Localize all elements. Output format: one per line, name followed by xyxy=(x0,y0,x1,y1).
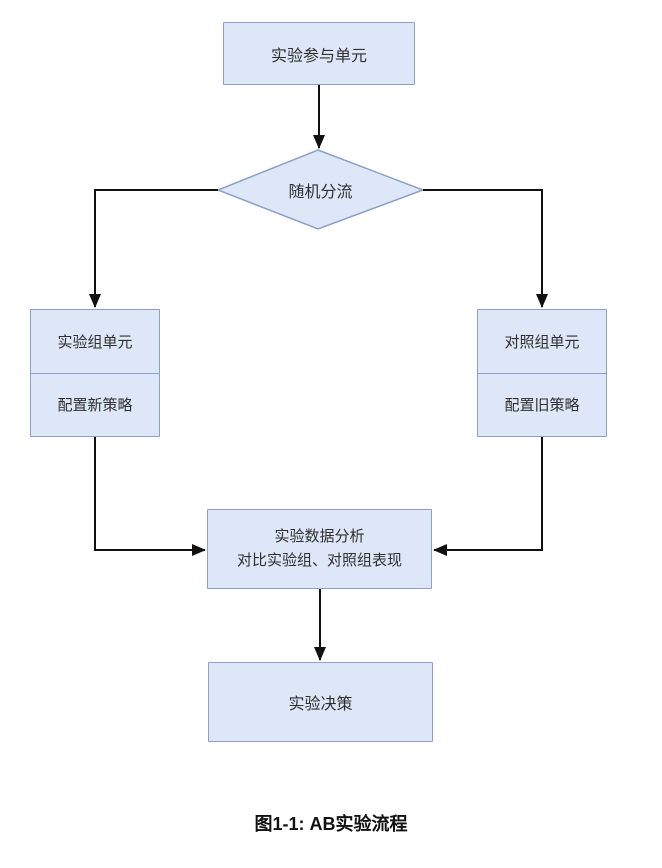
participants-label: 实验参与单元 xyxy=(270,47,367,65)
control-group-node: 对照组单元 配置旧策略 xyxy=(477,309,607,437)
decision-label: 实验决策 xyxy=(288,696,353,713)
analysis-node: 实验数据分析 对比实验组、对照组表现 xyxy=(207,509,432,589)
connector-split-to-control xyxy=(423,189,548,308)
split-node: 随机分流 xyxy=(218,150,423,229)
figure-caption: 图1-1: AB实验流程 xyxy=(254,814,408,834)
participants-node: 实验参与单元 xyxy=(223,22,415,85)
analysis-line1: 实验数据分析 xyxy=(274,528,365,545)
analysis-line2: 对比实验组、对照组表现 xyxy=(236,552,402,569)
treatment-group-title: 实验组单元 xyxy=(31,310,159,374)
treatment-group-strategy: 配置新策略 xyxy=(57,397,133,415)
decision-node: 实验决策 xyxy=(208,662,433,742)
treatment-group-node: 实验组单元 配置新策略 xyxy=(30,309,160,437)
split-diamond-shape xyxy=(215,149,426,230)
connector-control-to-analysis xyxy=(433,437,543,556)
connector-treatment-to-analysis xyxy=(94,437,206,556)
control-group-title: 对照组单元 xyxy=(478,310,606,374)
control-group-strategy: 配置旧策略 xyxy=(504,397,580,415)
connector-split-to-treatment xyxy=(89,189,218,308)
split-label: 随机分流 xyxy=(288,183,353,201)
